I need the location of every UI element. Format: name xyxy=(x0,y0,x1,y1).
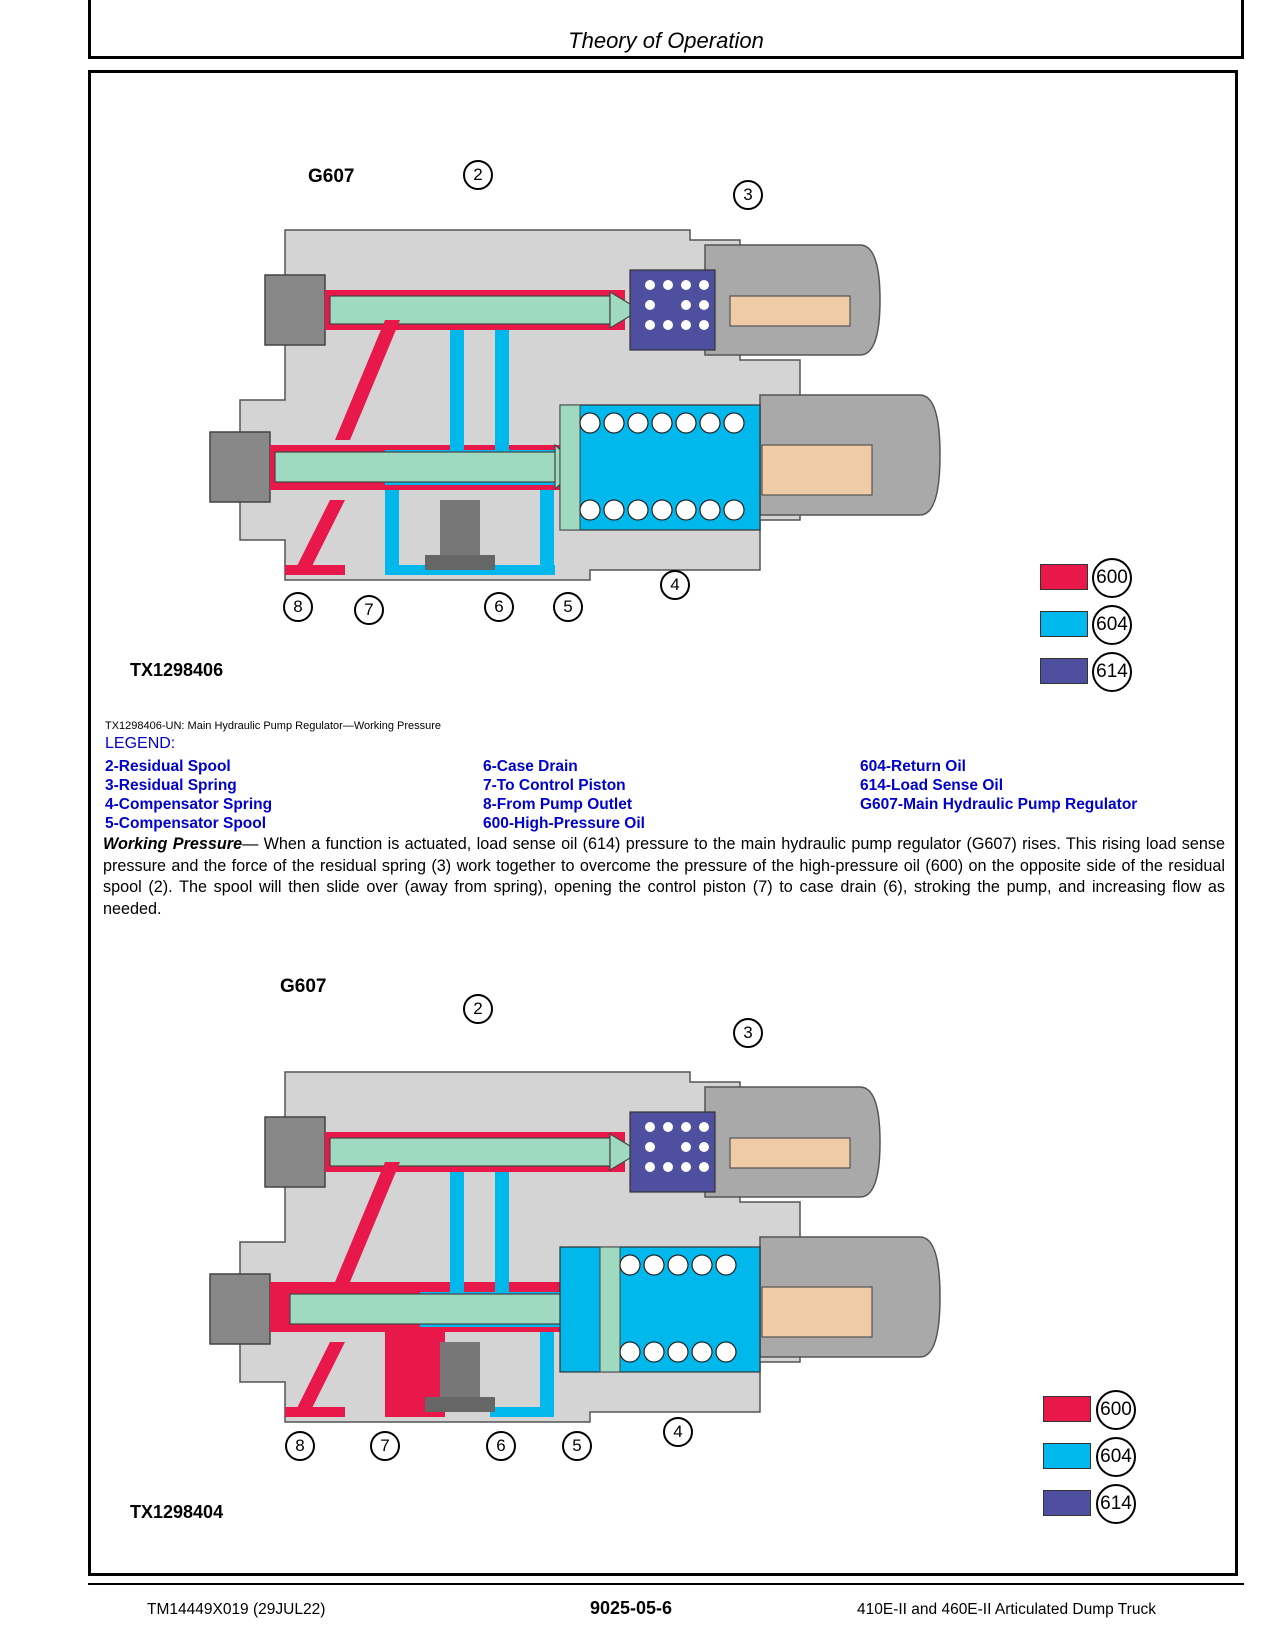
swatch-code-614: 614 xyxy=(1092,652,1132,692)
figure-caption: TX1298406-UN: Main Hydraulic Pump Regula… xyxy=(105,720,442,732)
swatch-604 xyxy=(1043,1443,1091,1469)
callout-3: 3 xyxy=(733,180,763,210)
legend-column-2: 6-Case Drain 7-To Control Piston 8-From … xyxy=(483,757,645,833)
footer-page-number: 9025-05-6 xyxy=(590,1598,673,1618)
callout-3: 3 xyxy=(733,1018,763,1048)
legend-item: 6-Case Drain xyxy=(483,758,578,775)
footer-right: 410E-II and 460E-II Articulated Dump Tru… xyxy=(857,1601,1156,1618)
paragraph-lead: Working Pressure xyxy=(103,835,243,853)
legend-item: 8-From Pump Outlet xyxy=(483,796,632,813)
callout-4: 4 xyxy=(660,570,690,600)
swatch-code-600: 600 xyxy=(1096,1390,1136,1430)
legend-item: 614-Load Sense Oil xyxy=(860,777,1003,794)
part-label-1: G607 xyxy=(308,166,354,187)
swatch-604 xyxy=(1040,611,1088,637)
callout-6: 6 xyxy=(486,1431,516,1461)
figure-id-2: TX1298404 xyxy=(130,1502,224,1522)
callout-8: 8 xyxy=(283,592,313,622)
part-label-2: G607 xyxy=(280,976,326,997)
page-title: Theory of Operation xyxy=(568,28,764,53)
body-paragraph: Working Pressure— When a function is act… xyxy=(103,834,1225,920)
swatch-code-604: 604 xyxy=(1096,1437,1136,1477)
swatch-614 xyxy=(1043,1490,1091,1516)
callout-2: 2 xyxy=(463,994,493,1024)
callout-7: 7 xyxy=(370,1431,400,1461)
figure-id-1: TX1298406 xyxy=(130,660,224,680)
callout-8: 8 xyxy=(285,1431,315,1461)
paragraph-body: — When a function is actuated, load sens… xyxy=(103,835,1225,918)
legend-item: 5-Compensator Spool xyxy=(105,815,267,832)
swatch-code-614: 614 xyxy=(1096,1484,1136,1524)
legend-item: 604-Return Oil xyxy=(860,758,966,775)
legend-item: 2-Residual Spool xyxy=(105,758,231,775)
swatch-614 xyxy=(1040,658,1088,684)
callout-4: 4 xyxy=(663,1417,693,1447)
page-header: Theory of Operation xyxy=(88,0,1244,59)
swatch-600 xyxy=(1043,1396,1091,1422)
legend-title: LEGEND: xyxy=(105,735,176,752)
content-frame xyxy=(88,70,1238,1576)
swatch-600 xyxy=(1040,564,1088,590)
callout-5: 5 xyxy=(553,592,583,622)
swatch-code-604: 604 xyxy=(1092,605,1132,645)
footer-left: TM14449X019 (29JUL22) xyxy=(147,1601,326,1618)
legend-item: 4-Compensator Spring xyxy=(105,796,273,813)
callout-7: 7 xyxy=(354,595,384,625)
callout-5: 5 xyxy=(562,1431,592,1461)
footer-rule xyxy=(88,1583,1244,1585)
callout-6: 6 xyxy=(484,592,514,622)
legend-item: 3-Residual Spring xyxy=(105,777,237,794)
legend-column-1: 2-Residual Spool 3-Residual Spring 4-Com… xyxy=(105,757,272,833)
callout-2: 2 xyxy=(463,160,493,190)
legend-item: 600-High-Pressure Oil xyxy=(483,815,645,832)
legend-item: 7-To Control Piston xyxy=(483,777,626,794)
legend-column-3: 604-Return Oil 614-Load Sense Oil G607-M… xyxy=(860,757,1137,814)
swatch-code-600: 600 xyxy=(1092,558,1132,598)
legend-item: G607-Main Hydraulic Pump Regulator xyxy=(860,796,1138,813)
